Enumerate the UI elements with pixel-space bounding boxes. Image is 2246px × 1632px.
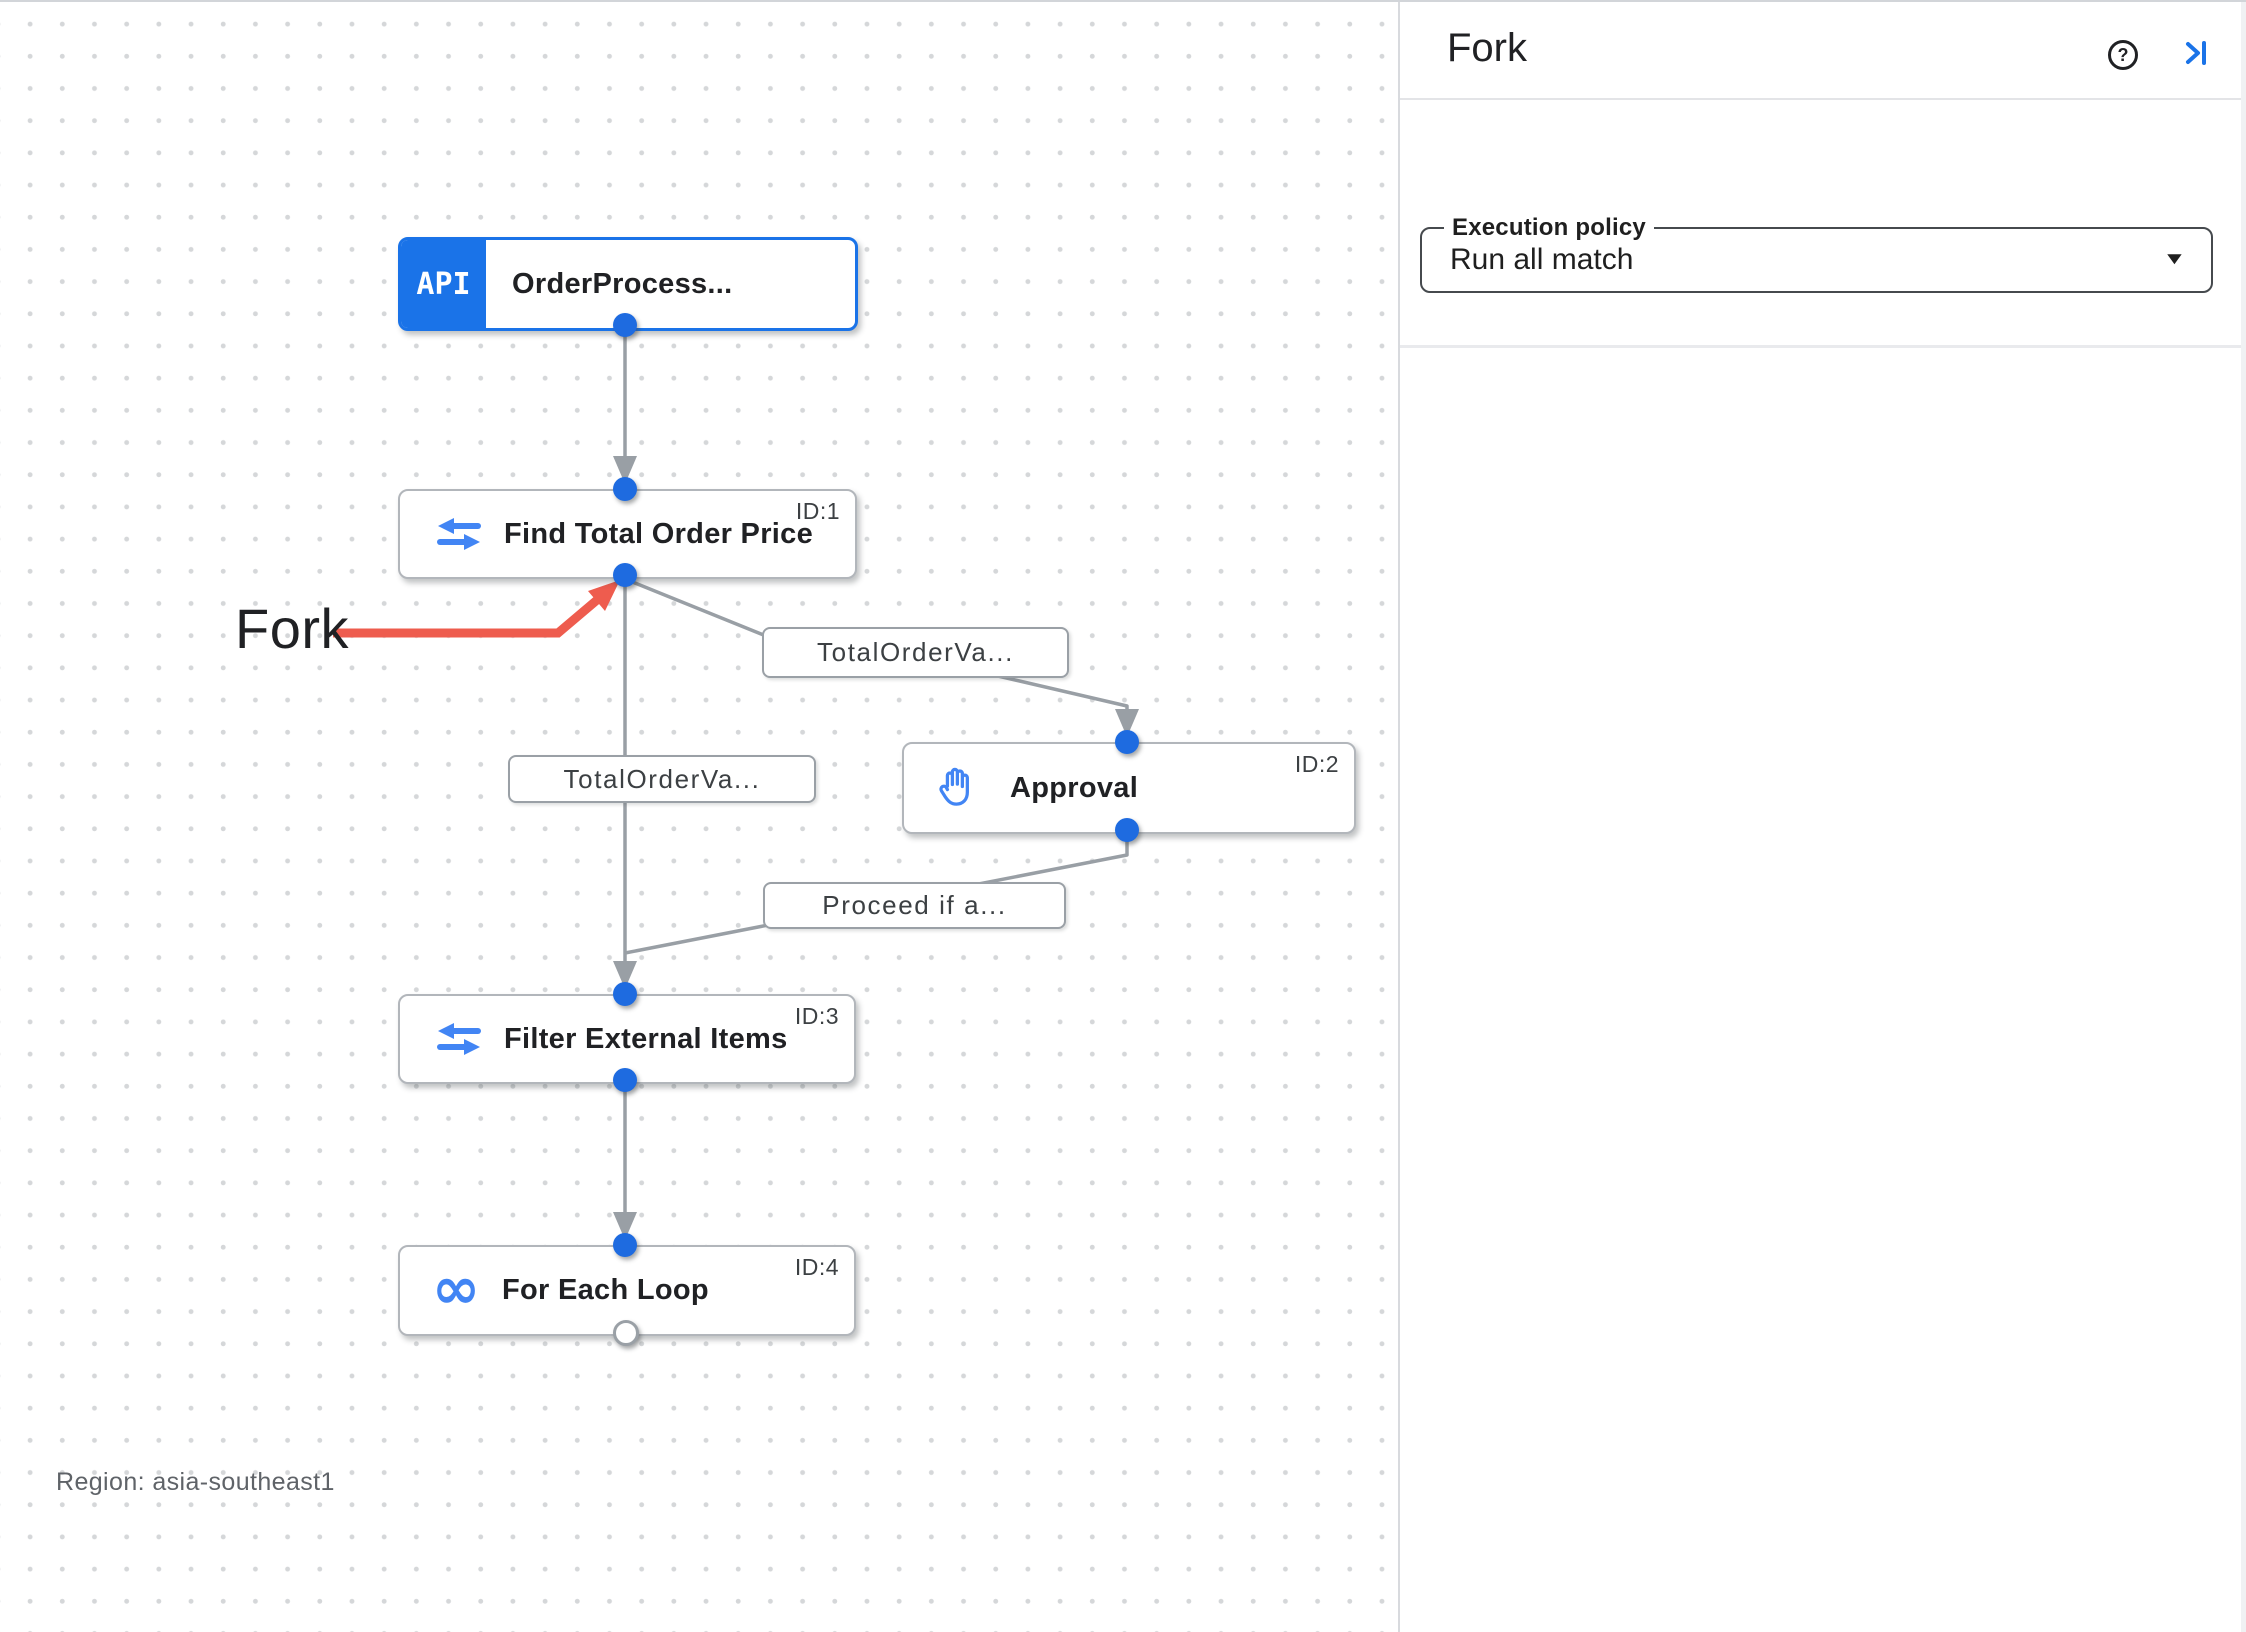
edge-label-total-order-right[interactable]: TotalOrderVa...: [762, 627, 1069, 678]
execution-policy-label: Execution policy: [1444, 214, 1654, 242]
approval-hand-icon: [934, 764, 980, 812]
execution-policy-select[interactable]: Execution policy Run all match ▼: [1420, 214, 2213, 293]
node-id-badge: ID:1: [795, 498, 840, 524]
arrowhead-approval: [1115, 709, 1139, 737]
config-panel: Fork ? Next Task Execution Policy Execut…: [1398, 2, 2246, 1632]
help-button[interactable]: ?: [2108, 40, 2138, 70]
port-out-approval[interactable]: [1115, 818, 1139, 842]
node-title: Approval: [1010, 771, 1139, 804]
port-out-for-each-loop-empty[interactable]: [613, 1320, 639, 1346]
port-in-for-each-loop[interactable]: [613, 1233, 637, 1257]
node-title: OrderProcess...: [512, 267, 733, 300]
region-label: Region: asia-southeast1: [56, 1468, 335, 1496]
edge-label-total-order-left[interactable]: TotalOrderVa...: [508, 755, 816, 803]
fork-annotation-label: Fork: [235, 597, 349, 660]
node-id-badge: ID:4: [794, 1254, 839, 1280]
fork-annotation-arrow: [333, 580, 620, 638]
port-in-approval[interactable]: [1115, 730, 1139, 754]
dropdown-arrow-icon: ▼: [2162, 249, 2187, 268]
panel-header: Fork ?: [1400, 2, 2246, 100]
workflow-canvas[interactable]: TotalOrderVa... TotalOrderVa... Proceed …: [0, 2, 1398, 1632]
for-each-loop-icon: ∞: [431, 1253, 481, 1322]
edge-label-text: TotalOrderVa...: [817, 637, 1014, 667]
api-trigger-icon-label: API: [416, 266, 471, 302]
data-mapping-icon: [436, 515, 482, 553]
node-id-badge: ID:3: [794, 1003, 839, 1029]
port-in-filter-external-items[interactable]: [613, 982, 637, 1006]
execution-policy-value: Run all match: [1450, 243, 1634, 276]
api-trigger-icon: API: [401, 240, 486, 328]
scrollbar-track: [2241, 2, 2246, 1632]
port-out-filter-external-items[interactable]: [613, 1068, 637, 1092]
help-icon: ?: [2117, 45, 2129, 65]
arrowhead-filter: [613, 961, 637, 989]
port-out-order-process[interactable]: [613, 313, 637, 337]
node-title: For Each Loop: [502, 1274, 709, 1306]
node-title: Filter External Items: [504, 1022, 788, 1055]
edge-label-text: TotalOrderVa...: [563, 763, 761, 794]
arrowhead-find: [613, 456, 637, 484]
panel-title: Fork: [1447, 26, 1527, 70]
arrowhead-foreach: [613, 1212, 637, 1240]
node-id-badge: ID:2: [1294, 751, 1339, 777]
node-title: Find Total Order Price: [504, 517, 814, 550]
edge-label-text: Proceed if a...: [822, 890, 1007, 920]
port-out-find-total-order-price-fork[interactable]: [613, 563, 637, 587]
edge-label-proceed-if[interactable]: Proceed if a...: [763, 882, 1066, 929]
collapse-panel-button[interactable]: [2181, 38, 2211, 68]
window-top-border: [0, 0, 2246, 2]
section-divider: [1400, 345, 2246, 348]
node-find-total-order-price[interactable]: ID:1 Find Total Order Price: [398, 489, 857, 579]
port-in-find-total-order-price[interactable]: [613, 477, 637, 501]
data-mapping-icon: [436, 1020, 482, 1058]
collapse-right-icon: [2186, 41, 2206, 65]
